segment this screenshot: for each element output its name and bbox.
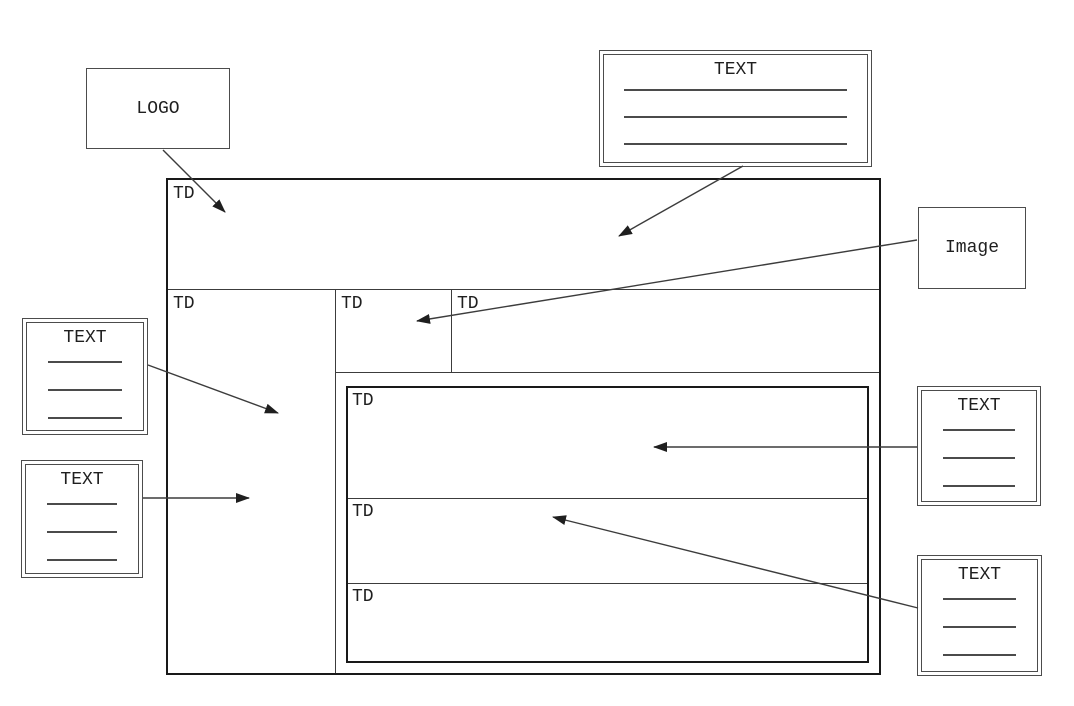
header-cell: TD xyxy=(168,180,879,290)
text-callout-inner: TEXT xyxy=(603,54,868,163)
nested-row: TD xyxy=(348,499,867,584)
callout-title: TEXT xyxy=(957,396,1001,416)
logo-callout-box: LOGO xyxy=(86,68,230,149)
text-line-rule xyxy=(48,389,122,391)
text-line-rule xyxy=(48,361,122,363)
text-line-rule xyxy=(623,143,848,145)
callout-title: TEXT xyxy=(60,470,104,490)
text-line-rule xyxy=(943,457,1015,459)
middle-cell-label: TD xyxy=(341,294,363,314)
callout-title: TEXT xyxy=(957,565,1002,585)
text-line-rule xyxy=(943,626,1016,628)
logo-label: LOGO xyxy=(136,98,180,119)
header-cell-label: TD xyxy=(173,184,195,204)
text-callout-right-upper: TEXT xyxy=(917,386,1041,506)
layout-table-outline xyxy=(166,178,881,675)
text-line-rule xyxy=(943,485,1015,487)
text-callout-inner: TEXT xyxy=(25,464,139,574)
callout-title: TEXT xyxy=(63,328,107,348)
text-line-rule xyxy=(943,654,1016,656)
nested-row: TD xyxy=(348,388,867,499)
text-callout-inner: TEXT xyxy=(921,390,1037,502)
text-line-rule xyxy=(943,598,1016,600)
sidebar-cell: TD xyxy=(168,290,336,673)
text-callout-right-lower: TEXT xyxy=(917,555,1042,676)
text-line-rule xyxy=(943,429,1015,431)
text-line-rule xyxy=(46,503,118,505)
text-callout-inner: TEXT xyxy=(921,559,1038,672)
image-label: Image xyxy=(944,238,999,258)
nested-row-label: TD xyxy=(352,391,374,411)
text-callout-left-upper: TEXT xyxy=(22,318,148,435)
right-cell-label: TD xyxy=(457,294,479,314)
image-callout-box: Image xyxy=(918,207,1026,289)
text-line-rule xyxy=(48,417,122,419)
callout-title: TEXT xyxy=(713,60,758,80)
text-callout-top: TEXT xyxy=(599,50,872,167)
text-callout-left-lower: TEXT xyxy=(21,460,143,578)
text-line-rule xyxy=(46,559,118,561)
nested-table: TD TD TD xyxy=(346,386,869,663)
text-line-rule xyxy=(46,531,118,533)
text-line-rule xyxy=(623,116,848,118)
nested-row: TD xyxy=(348,584,867,661)
right-cell: TD xyxy=(452,290,879,373)
middle-cell: TD xyxy=(336,290,452,373)
text-callout-inner: TEXT xyxy=(26,322,144,431)
nested-row-label: TD xyxy=(352,587,374,607)
sidebar-cell-label: TD xyxy=(173,294,195,314)
text-line-rule xyxy=(623,89,848,91)
nested-row-label: TD xyxy=(352,502,374,522)
